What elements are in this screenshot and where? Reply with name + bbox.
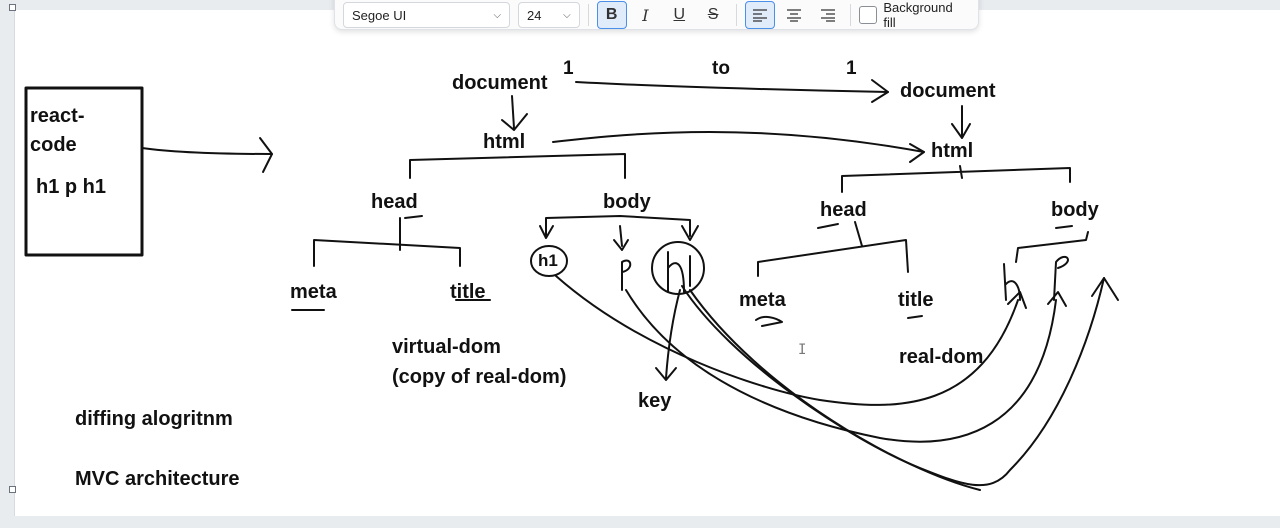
react-code-box	[24, 86, 144, 257]
key-arrow	[655, 289, 681, 381]
toolbar-divider	[850, 4, 852, 26]
italic-icon: I	[642, 5, 649, 25]
mapping-curve-p	[625, 289, 1057, 443]
align-right-icon	[820, 9, 835, 22]
tree-branch	[313, 217, 461, 267]
bold-button[interactable]: B	[596, 1, 627, 29]
mvc-architecture-label: MVC architecture	[75, 468, 240, 490]
right-head-label: head	[820, 199, 867, 221]
arrow-down	[501, 95, 528, 131]
real-h1-glyph	[1003, 263, 1021, 301]
text-cursor-icon: I	[798, 342, 807, 358]
left-meta-label: meta	[290, 281, 337, 303]
tree-branch	[841, 165, 1071, 193]
tree-mark	[817, 223, 839, 229]
font-family-value: Segoe UI	[352, 7, 407, 23]
canvas-corner-handle[interactable]	[9, 4, 16, 11]
arrow-head	[1047, 291, 1067, 307]
background-fill-label: Background fill	[883, 0, 953, 30]
font-size-dropdown[interactable]: 24 ⌵	[518, 2, 580, 28]
react-code-label: react-	[30, 105, 85, 127]
tree-branch	[545, 215, 691, 237]
right-html-label: html	[931, 140, 974, 162]
left-body-label: body	[603, 191, 651, 213]
one-right-label: 1	[846, 58, 857, 79]
arrow-head	[1091, 277, 1119, 301]
arrow-head	[539, 225, 554, 239]
align-left-icon	[752, 9, 767, 22]
one-to-one-arrow	[575, 81, 889, 93]
align-center-icon	[786, 9, 801, 22]
virtual-dom-subtitle: (copy of real-dom)	[392, 366, 567, 388]
tree-branch	[757, 221, 909, 277]
strikethrough-icon: S	[707, 6, 719, 23]
arrow-head	[681, 225, 699, 241]
bold-icon: B	[605, 6, 618, 23]
left-head-label: head	[371, 191, 418, 213]
strikethrough-button[interactable]: S	[698, 1, 728, 29]
toolbar-divider	[587, 4, 589, 26]
align-left-button[interactable]	[745, 1, 775, 29]
left-title-label: title	[450, 281, 486, 303]
arrow-head	[909, 143, 925, 163]
arrow-head	[1007, 291, 1027, 309]
canvas-corner-handle[interactable]	[9, 486, 16, 493]
arrow-down	[613, 225, 629, 251]
mapping-curve-h1-b	[681, 277, 1105, 487]
right-meta-label: meta	[739, 289, 786, 311]
html-link-arrow	[552, 131, 925, 153]
real-dom-label: real-dom	[899, 346, 984, 368]
tree-mark	[755, 315, 783, 327]
underline-icon: U	[673, 6, 686, 23]
arrow-line	[141, 147, 273, 155]
font-size-value: 24	[527, 7, 542, 23]
react-code-elements: h1 p h1	[36, 176, 107, 198]
h1-circle	[530, 245, 568, 277]
chevron-down-icon: ⌵	[563, 9, 571, 21]
mapping-curve-h1	[555, 275, 1019, 406]
right-document-label: document	[900, 80, 996, 102]
toolbar-divider	[736, 4, 737, 26]
h1-node-label: h1	[538, 251, 558, 270]
right-body-label: body	[1051, 199, 1099, 221]
whiteboard-canvas[interactable]	[14, 10, 1280, 516]
chevron-down-icon: ⌵	[493, 9, 502, 21]
to-label: to	[712, 58, 730, 79]
tree-branch	[1015, 225, 1089, 263]
h1-glyph	[667, 251, 691, 293]
font-family-dropdown[interactable]: Segoe UI ⌵	[343, 2, 511, 28]
italic-button[interactable]: I	[631, 1, 661, 29]
arrow-head	[871, 79, 889, 103]
align-center-button[interactable]	[779, 1, 809, 29]
right-title-label: title	[898, 289, 934, 311]
p-glyph	[621, 259, 632, 291]
align-right-button[interactable]	[813, 1, 843, 29]
react-code-label: code	[30, 134, 77, 156]
tree-mark	[907, 315, 923, 319]
underline-button[interactable]: U	[664, 1, 694, 29]
arrow-down	[951, 105, 971, 139]
background-fill-checkbox[interactable]	[859, 6, 878, 24]
tree-mark	[404, 215, 423, 219]
arrow-head	[259, 137, 273, 173]
real-p-glyph	[1053, 256, 1069, 301]
tree-branch	[409, 153, 626, 179]
key-label: key	[638, 390, 672, 412]
h1-circle-large	[651, 241, 705, 295]
mapping-curve	[689, 289, 981, 491]
left-document-label: document	[452, 72, 548, 94]
diffing-algorithm-label: diffing alogritnm	[75, 408, 233, 430]
one-left-label: 1	[563, 58, 574, 79]
virtual-dom-label: virtual-dom	[392, 336, 501, 358]
left-html-label: html	[483, 131, 526, 153]
text-format-toolbar: Segoe UI ⌵ 24 ⌵ B I U S Background fill	[334, 0, 979, 30]
